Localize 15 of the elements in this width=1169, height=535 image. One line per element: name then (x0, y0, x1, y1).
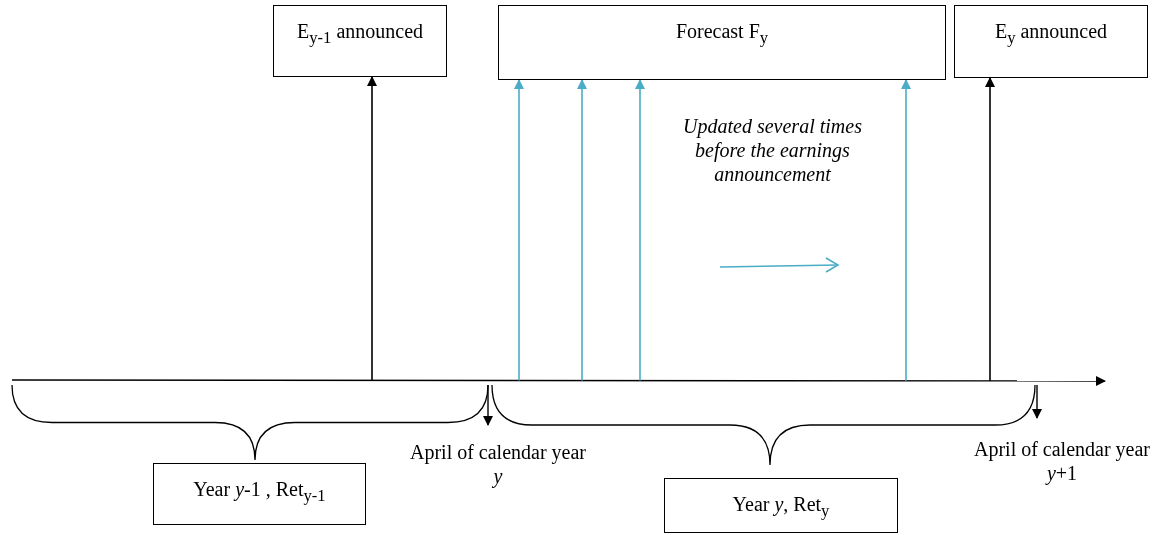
date-label: April of calendar year y (409, 440, 587, 488)
date-label: April of calendar year y+1 (973, 437, 1151, 485)
arrow (367, 76, 377, 382)
arrow (635, 79, 645, 382)
arrow (577, 79, 587, 382)
period-box: Year y-1 , Ret$_{y-1}$ (153, 463, 366, 525)
announcement-box: E$_{y}$ announced (954, 5, 1148, 78)
arrow (514, 79, 524, 382)
annotation-text: Updated several times before the earnings announcement (682, 114, 863, 186)
arrow (901, 79, 911, 382)
announcement-box: E$_{y-1}$ announced (273, 5, 447, 77)
arrow (985, 77, 995, 382)
timeline-axis (11, 376, 1106, 386)
forecast-box: Forecast F$_{y}$ (498, 5, 946, 80)
period-box: Year y, Ret$_{y}$ (664, 478, 898, 533)
